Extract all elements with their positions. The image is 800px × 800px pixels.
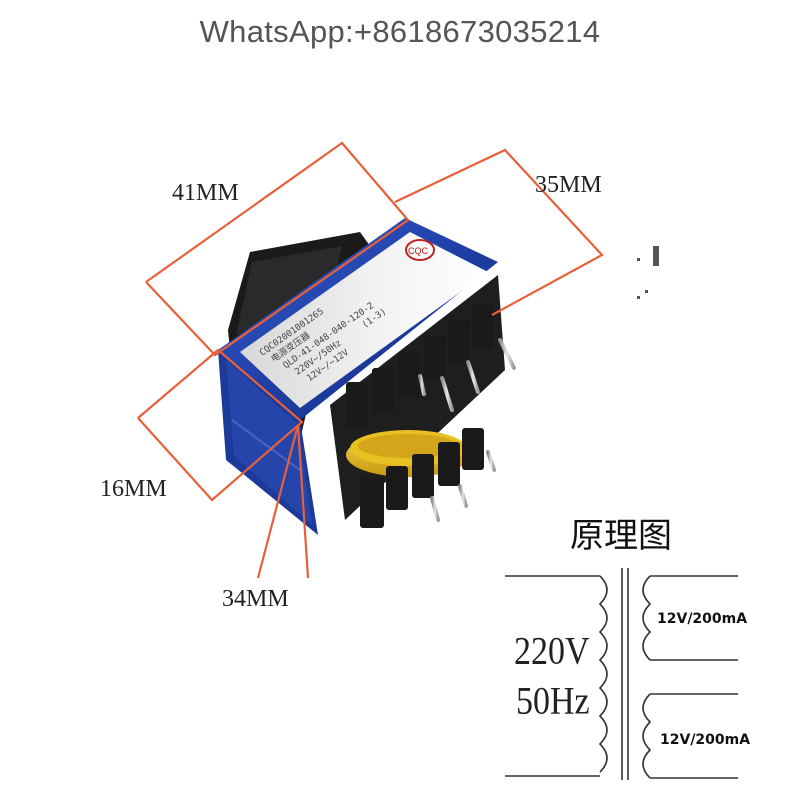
schematic-title: 原理图 (570, 516, 672, 556)
bobbin-terminals (346, 304, 494, 528)
dimension-width-label: 35MM (535, 172, 602, 198)
output-1-label: 12V/200mA (657, 611, 748, 627)
dimension-lines (137, 141, 604, 579)
cqc-logo (405, 239, 435, 261)
input-frequency-label: 50Hz (516, 680, 590, 723)
dimension-height-label: 34MM (222, 586, 289, 612)
terminal-pins (418, 338, 516, 522)
dimension-length-label: 41MM (172, 180, 239, 206)
cqc-logo-text: CQC (408, 246, 429, 256)
whatsapp-contact: WhatsApp:+8618673035214 (199, 14, 601, 49)
dimension-depth-label: 16MM (100, 476, 167, 502)
schematic-diagram (505, 568, 738, 780)
input-voltage-label: 220V (514, 630, 590, 673)
output-2-label: 12V/200mA (660, 732, 751, 748)
edge-marks (637, 246, 659, 299)
